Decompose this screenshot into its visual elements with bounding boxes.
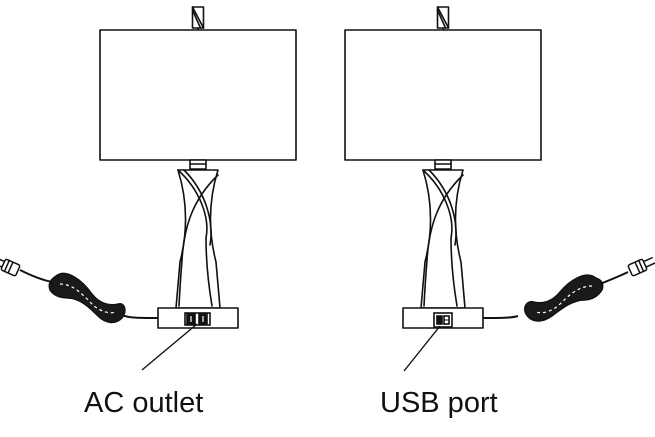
leader-line-usb [403,325,441,372]
ac-outlet-icon [184,312,211,326]
lamp-right [344,6,542,329]
power-cord-left [19,269,159,324]
plug-icon [0,256,21,277]
leader-line-ac [141,323,198,371]
plug-icon [627,256,655,277]
power-cord-right [482,271,629,322]
caption-ac-outlet: AC outlet [84,387,203,419]
usb-port-icon [433,312,453,328]
lamp-left [99,6,297,329]
caption-usb-port: USB port [380,387,498,419]
